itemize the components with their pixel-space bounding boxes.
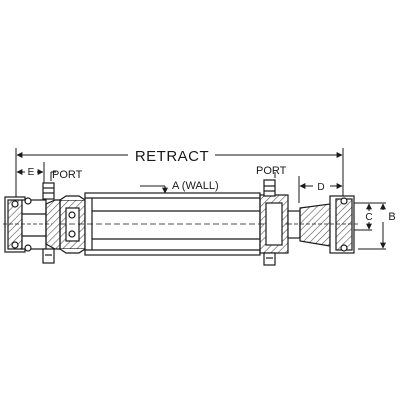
left-cap-end — [42, 182, 86, 264]
d-dimension — [298, 176, 343, 203]
dim-c-label: C — [365, 212, 372, 223]
dim-b-label: B — [388, 211, 395, 223]
retract-dimension — [15, 148, 344, 200]
right-head-end — [259, 179, 289, 266]
left-clevis — [3, 196, 52, 253]
leaders — [50, 171, 276, 194]
port-right-label: PORT — [256, 165, 287, 177]
rod-end-clevis — [287, 195, 360, 254]
dim-e-label: E — [28, 167, 35, 178]
c-b-dimensions — [352, 202, 386, 250]
retract-label: RETRACT — [135, 148, 209, 165]
wall-label: A (WALL) — [172, 180, 219, 192]
cylinder-tube — [60, 192, 300, 256]
port-left-label: PORT — [52, 169, 83, 181]
dim-d-label: D — [317, 182, 324, 193]
